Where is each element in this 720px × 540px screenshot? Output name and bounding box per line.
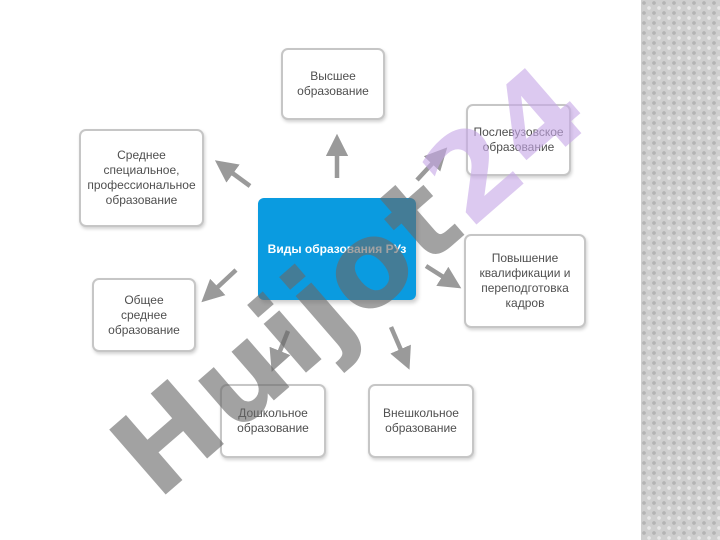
side-decoration-stripe xyxy=(641,0,720,540)
node-postgraduate-education: Послевузовское образование xyxy=(466,104,571,176)
node-preschool-education: Дошкольное образование xyxy=(220,384,326,458)
center-node-education-types: Виды образования РУз xyxy=(258,198,416,300)
arrow-to-general-secondary xyxy=(201,268,238,303)
arrow-to-vocational xyxy=(214,160,252,188)
arrow-to-qualification xyxy=(424,264,462,289)
node-general-secondary-education: Общее среднее образование xyxy=(92,278,196,352)
node-qualification-retraining: Повышение квалификации и переподготовка … xyxy=(464,234,586,328)
node-vocational-education: Среднее специальное, профессиональное об… xyxy=(79,129,204,227)
arrow-to-postgraduate xyxy=(415,147,448,182)
node-extracurricular-education: Внешкольное образование xyxy=(368,384,474,458)
arrow-to-extracurricular xyxy=(388,326,411,370)
arrow-to-preschool xyxy=(269,330,291,372)
node-higher-education: Высшее образование xyxy=(281,48,385,120)
